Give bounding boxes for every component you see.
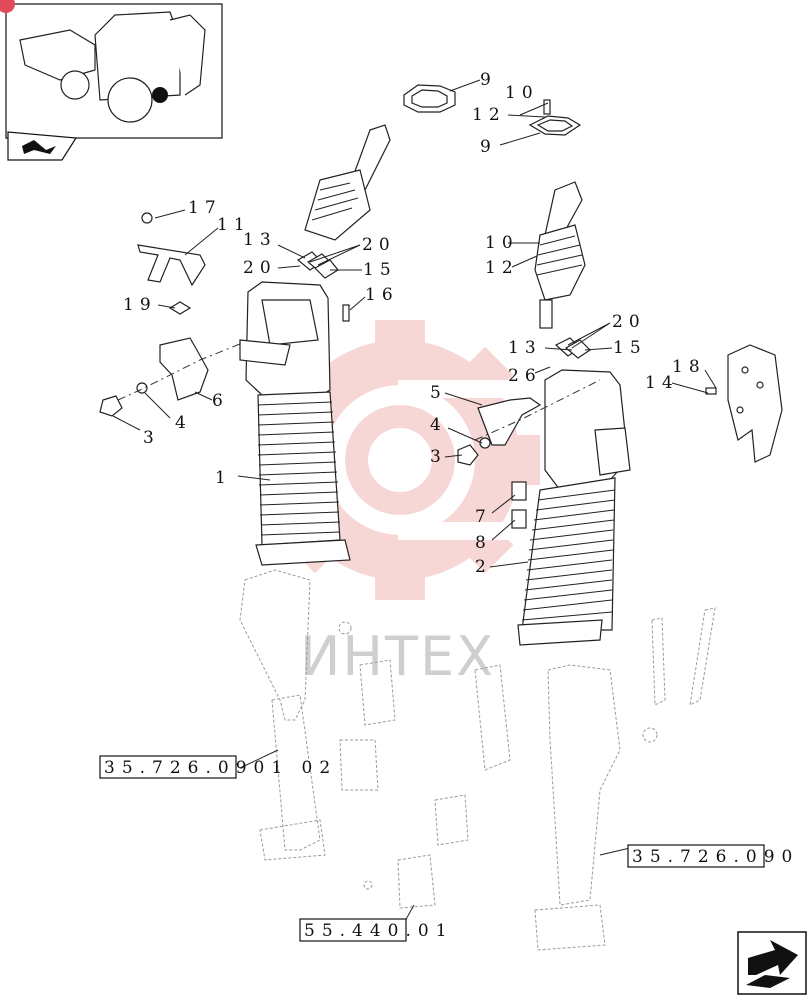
handle-6 bbox=[159, 337, 209, 401]
leader-lines bbox=[112, 79, 717, 931]
clamps-13-15-right bbox=[554, 337, 591, 359]
callout-7: 7 bbox=[475, 507, 492, 527]
gasket-9-upper bbox=[403, 84, 456, 113]
reference-35-726-0901-02[interactable]: 35.726.0901 02 bbox=[99, 755, 337, 779]
callout-19: 19 bbox=[123, 295, 157, 315]
callout-9: 9 bbox=[480, 137, 497, 157]
right-pedestal-ghost bbox=[363, 607, 716, 951]
callout-18: 18 bbox=[672, 357, 706, 377]
screw-16 bbox=[342, 304, 350, 322]
callout-9: 9 bbox=[480, 70, 497, 90]
callout-5: 5 bbox=[430, 383, 447, 403]
callout-20: 20 bbox=[243, 258, 277, 278]
reference-55-440-01[interactable]: 55.440.01 bbox=[299, 918, 454, 942]
washer-4-right bbox=[479, 437, 491, 449]
svg-text:55.440.01: 55.440.01 bbox=[304, 921, 454, 941]
callout-12: 12 bbox=[472, 105, 506, 125]
washer-4-left bbox=[136, 382, 148, 394]
next-page-arrow-icon[interactable] bbox=[737, 931, 807, 995]
callout-15: 15 bbox=[363, 260, 397, 280]
right-console-2 bbox=[517, 369, 631, 646]
clamps-13-15 bbox=[296, 251, 339, 279]
knob-3-right bbox=[457, 444, 479, 466]
callout-4: 4 bbox=[430, 415, 447, 435]
gasket-9-lower bbox=[528, 99, 582, 136]
reference-35-726-090[interactable]: 35.726.090 bbox=[627, 844, 799, 868]
svg-text:35.726.0901 02: 35.726.0901 02 bbox=[104, 758, 337, 778]
callout-10: 10 bbox=[485, 233, 519, 253]
left-joystick bbox=[304, 124, 391, 241]
callout-17: 17 bbox=[188, 198, 222, 218]
callout-3: 3 bbox=[143, 428, 160, 448]
callout-10: 10 bbox=[505, 83, 539, 103]
callout-16: 16 bbox=[365, 285, 399, 305]
bookmark-arrow-icon bbox=[22, 140, 56, 154]
svg-text:35.726.090: 35.726.090 bbox=[632, 847, 799, 867]
callout-8: 8 bbox=[475, 533, 492, 553]
left-pedestal-ghost bbox=[239, 569, 469, 861]
bracket-14-18 bbox=[705, 344, 783, 463]
knob-3-left bbox=[99, 395, 123, 417]
callout-2: 2 bbox=[475, 557, 492, 577]
callout-11: 11 bbox=[217, 215, 251, 235]
left-console-1 bbox=[239, 281, 351, 566]
callout-26: 26 bbox=[508, 366, 542, 386]
callout-15: 15 bbox=[613, 338, 647, 358]
switch-7 bbox=[511, 481, 527, 501]
callout-labels: 9 9 10 12 17 11 13 20 20 15 16 19 6 4 3 … bbox=[123, 70, 706, 577]
right-joystick bbox=[534, 181, 586, 329]
callout-13: 13 bbox=[508, 338, 542, 358]
callout-12: 12 bbox=[485, 258, 519, 278]
handle-5 bbox=[477, 397, 542, 446]
callout-3: 3 bbox=[430, 447, 447, 467]
watermark-text: ИНТЕХ bbox=[300, 625, 495, 688]
callout-14: 14 bbox=[645, 373, 679, 393]
callout-4: 4 bbox=[175, 413, 192, 433]
callout-13: 13 bbox=[243, 230, 277, 250]
bracket-11 bbox=[137, 244, 206, 287]
plate-19 bbox=[168, 301, 192, 315]
switch-8 bbox=[511, 509, 527, 529]
backhoe-loader-thumbnail[interactable] bbox=[0, 0, 223, 161]
screw-17 bbox=[141, 212, 153, 224]
callout-1: 1 bbox=[215, 468, 232, 488]
callout-6: 6 bbox=[212, 391, 229, 411]
callout-20: 20 bbox=[612, 312, 646, 332]
callout-20: 20 bbox=[362, 235, 396, 255]
